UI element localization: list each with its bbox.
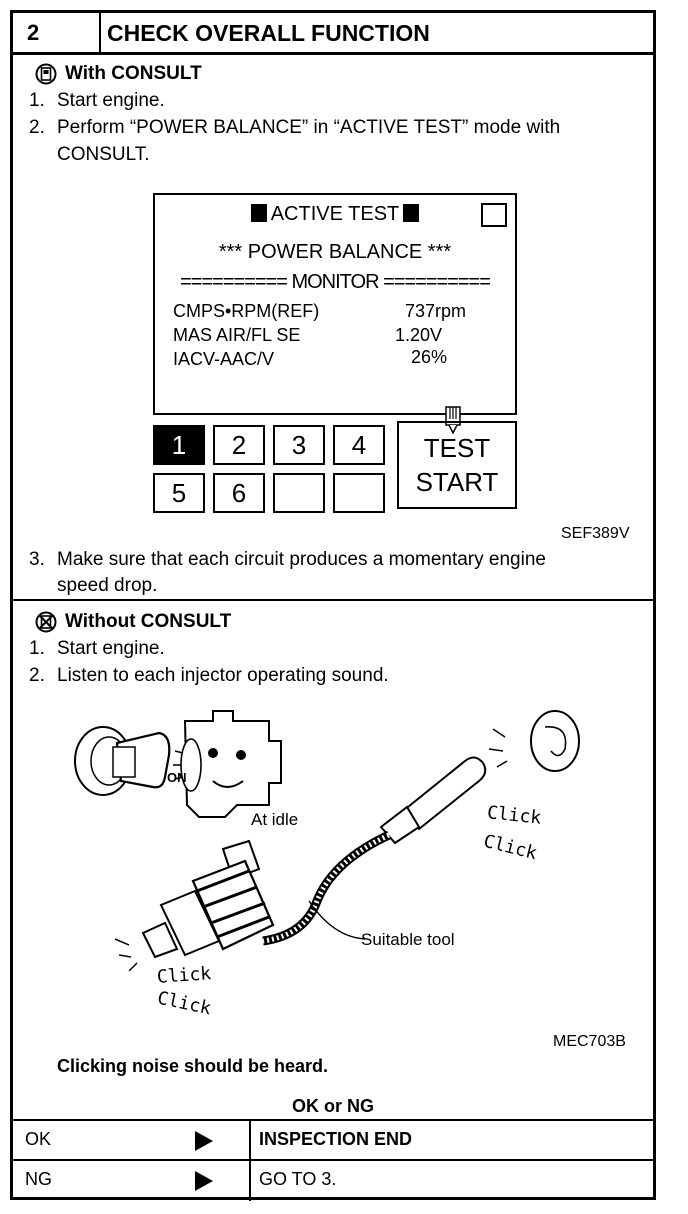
monitor-value: 1.20V bbox=[395, 325, 443, 345]
result-row-ok: OK INSPECTION END bbox=[13, 1121, 653, 1161]
cylinder-key[interactable]: 5 bbox=[153, 473, 205, 513]
figure-reference: SEF389V bbox=[561, 525, 630, 542]
pointer-hand-icon bbox=[445, 406, 461, 435]
expected-result-note: Clicking noise should be heard. bbox=[57, 1056, 329, 1076]
consult-keypad: 1 2 3 4 5 6 TEST START bbox=[153, 421, 533, 517]
figure-reference: MEC703B bbox=[553, 1033, 626, 1050]
column-divider bbox=[249, 1121, 251, 1159]
step-text: Listen to each injector operating sound. bbox=[57, 665, 389, 686]
arrow-right-icon bbox=[195, 1171, 213, 1191]
blank-key[interactable] bbox=[333, 473, 385, 513]
test-start-label: START bbox=[415, 467, 499, 497]
without-consult-section: Without CONSULT 1. Start engine. 2. List… bbox=[13, 601, 653, 1121]
no-consult-icon bbox=[35, 611, 57, 633]
key-on-label: ON bbox=[167, 770, 187, 785]
screen-subtitle: *** POWER BALANCE *** bbox=[218, 241, 452, 263]
step-text: Start engine. bbox=[57, 638, 165, 659]
with-consult-heading: With CONSULT bbox=[65, 63, 202, 84]
step-num: 2. bbox=[29, 665, 45, 686]
cylinder-key[interactable]: 4 bbox=[333, 425, 385, 465]
cylinder-key[interactable]: 6 bbox=[213, 473, 265, 513]
step-num: 2. bbox=[29, 117, 45, 138]
title-marker bbox=[403, 204, 420, 222]
cylinder-key[interactable]: 1 bbox=[153, 425, 205, 465]
cylinder-key[interactable]: 2 bbox=[213, 425, 265, 465]
test-start-key[interactable]: TEST START bbox=[397, 421, 517, 509]
result-action: INSPECTION END bbox=[259, 1129, 413, 1149]
result-code: OK bbox=[25, 1129, 52, 1149]
step-text: speed drop. bbox=[57, 575, 158, 596]
test-start-label: TEST bbox=[423, 433, 491, 463]
arrow-right-icon bbox=[195, 1131, 213, 1151]
screen-title-bar: ACTIVE TEST bbox=[155, 203, 515, 226]
ignition-key-icon bbox=[74, 726, 171, 796]
step-num: 1. bbox=[29, 90, 45, 111]
without-consult-heading: Without CONSULT bbox=[65, 611, 232, 632]
step-text: Start engine. bbox=[57, 90, 165, 111]
monitor-label: CMPS•RPM(REF) bbox=[173, 301, 320, 321]
step-text: Make sure that each circuit produces a m… bbox=[57, 549, 546, 570]
result-row-ng: NG GO TO 3. bbox=[13, 1161, 653, 1201]
screen-status-box bbox=[481, 203, 507, 227]
step-header: 2 CHECK OVERALL FUNCTION bbox=[13, 13, 653, 55]
monitor-value: 26% bbox=[411, 347, 448, 367]
blank-key[interactable] bbox=[273, 473, 325, 513]
at-idle-label: At idle bbox=[251, 810, 299, 829]
column-divider bbox=[249, 1161, 251, 1201]
injector-listening-illustration bbox=[74, 710, 580, 972]
result-action: GO TO 3. bbox=[259, 1169, 337, 1189]
engine-face-icon bbox=[173, 710, 282, 818]
monitor-label: MAS AIR/FL SE bbox=[173, 325, 301, 345]
screen-monitor-line: ========== MONITOR ========== bbox=[180, 271, 491, 293]
consult-screen: ACTIVE TEST *** POWER BALANCE *** ======… bbox=[153, 193, 517, 415]
with-consult-section: With CONSULT 1. Start engine. 2. Perform… bbox=[13, 55, 653, 601]
consult-icon bbox=[35, 63, 57, 85]
step-title: CHECK OVERALL FUNCTION bbox=[107, 20, 430, 46]
step-num: 3. bbox=[29, 549, 45, 570]
step-text: Perform “POWER BALANCE” in “ACTIVE TEST”… bbox=[57, 117, 561, 138]
monitor-label: IACV-AAC/V bbox=[173, 349, 275, 369]
cylinder-key[interactable]: 3 bbox=[273, 425, 325, 465]
title-marker bbox=[250, 204, 267, 222]
step-num: 1. bbox=[29, 638, 45, 659]
step-number: 2 bbox=[13, 13, 101, 52]
fuel-injector-icon bbox=[114, 839, 275, 972]
click-label: Click bbox=[486, 802, 543, 829]
procedure-frame: 2 CHECK OVERALL FUNCTION With CONSULT 1.… bbox=[10, 10, 656, 1201]
ear-icon bbox=[488, 710, 580, 772]
result-code: NG bbox=[25, 1169, 52, 1189]
screen-title: ACTIVE TEST bbox=[270, 203, 400, 225]
monitor-value: 737rpm bbox=[405, 301, 467, 321]
suitable-tool-label: Suitable tool bbox=[361, 930, 455, 949]
result-prompt: OK or NG bbox=[291, 1096, 374, 1116]
step-text: CONSULT. bbox=[57, 144, 150, 165]
